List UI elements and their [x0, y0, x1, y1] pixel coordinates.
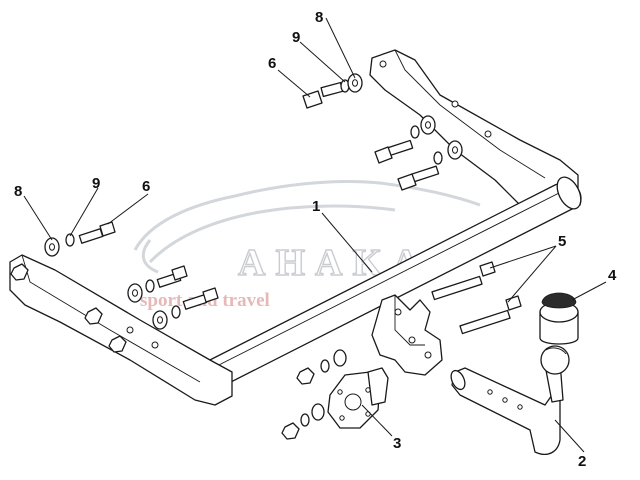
tow-ball [540, 345, 570, 375]
bolt-5-upper [431, 275, 483, 301]
watermark: AHAKA sport and travel [133, 179, 481, 311]
callout-4: 4 [608, 267, 617, 284]
bolt-5-lower [459, 309, 511, 335]
callout-labels: 1 2 3 4 5 6 6 8 8 9 9 [14, 9, 617, 470]
callout-5: 5 [558, 233, 566, 250]
callout-6-left: 6 [142, 178, 150, 195]
callout-2: 2 [578, 453, 586, 470]
callout-1: 1 [312, 198, 320, 215]
ball-cap [539, 292, 579, 345]
callout-6-right: 6 [268, 55, 276, 72]
callout-8-left: 8 [14, 183, 22, 200]
callout-9-right: 9 [292, 29, 300, 46]
watermark-car-outline-icon [133, 179, 481, 264]
center-bracket [371, 294, 443, 376]
leader-lines [23, 17, 607, 453]
left-hardware [10, 221, 219, 353]
callout-3: 3 [393, 435, 401, 452]
ball-neck [450, 345, 570, 455]
callout-8-right: 8 [315, 9, 323, 26]
socket-plate [327, 367, 389, 429]
right-hardware [302, 73, 463, 191]
left-bracket-plate [9, 254, 233, 406]
crossbar-assembly [9, 49, 582, 406]
callout-9-left: 9 [92, 175, 100, 192]
